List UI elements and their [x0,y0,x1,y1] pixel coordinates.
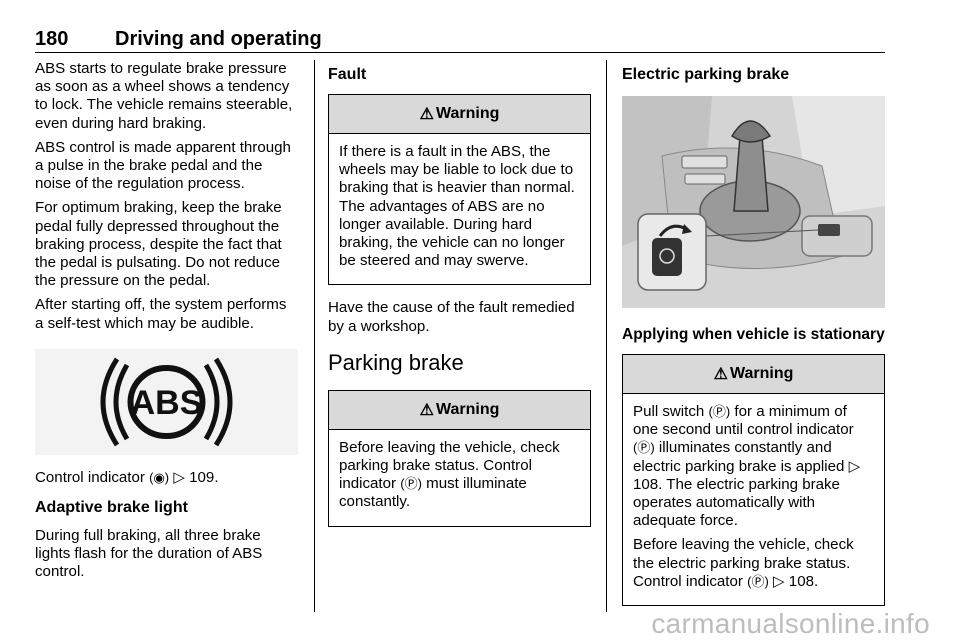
warning-icon: ⚠ [419,106,434,123]
warning-text: Before leaving the vehicle, check parkin… [339,438,560,511]
paragraph: ABS starts to regulate brake pressure as… [35,60,293,132]
abs-indicator-icon: (◉) [149,469,170,485]
warning-icon: ⚠ [419,401,434,419]
paragraph: ABS control is made apparent through a p… [35,138,291,193]
control-indicator-line: Control indicator (◉) ▷ 109. [35,468,219,486]
adaptive-brake-heading: Adaptive brake light [35,499,188,517]
fault-heading: Fault [328,66,367,83]
page-header: 180 Driving and operating [35,24,885,53]
warning-text: If there is a fault in the ABS, the whee… [339,143,575,270]
column-divider [314,60,315,612]
warning-header: ⚠ Warning [329,95,590,134]
watermark: carmanualsonline.info [651,608,930,639]
abs-symbol-icon: ABS [100,357,233,447]
applying-heading: Applying when vehicle is stationary [622,326,885,343]
warning-icon: ⚠ [713,366,728,383]
page-number: 180 [35,28,69,50]
reference-link[interactable]: ▷ 109. [173,468,219,486]
column-right: Electric parking brake Applying when veh… [622,60,885,620]
warning-text: Before leaving the vehicle, check the el… [633,536,854,590]
column-middle: Fault ⚠ Warning If there is a fault in t… [328,60,591,541]
page-title: Driving and operating [115,28,322,50]
warning-box: ⚠ Warning If there is a fault in the ABS… [328,94,591,286]
parking-brake-indicator-icon: (Ⓟ) [633,440,655,456]
warning-box: ⚠ Warning Before leaving the vehicle, ch… [328,389,591,527]
parking-brake-switch-icon: (Ⓟ) [708,404,731,419]
epb-heading: Electric parking brake [622,66,790,83]
reference-arrow-icon[interactable]: ▷ [848,457,861,475]
abs-indicator-image: ABS [35,348,298,455]
column-left: ABS starts to regulate brake pressure as… [35,60,298,588]
parking-brake-heading: Parking brake [328,349,464,375]
paragraph: Have the cause of the fault remedied by … [328,299,575,335]
warning-header: ⚠ Warning [329,390,590,430]
paragraph: During full braking, all three brake lig… [35,527,263,581]
warning-box: ⚠ Warning Pull switch (Ⓟ) for a minimum … [622,354,885,607]
column-divider [606,60,607,612]
warning-text: Pull switch (Ⓟ) for a minimum of one sec… [633,403,861,530]
paragraph: After starting off, the system performs … [35,296,287,332]
parking-brake-indicator-icon: (Ⓟ) [747,573,769,589]
warning-header: ⚠ Warning [623,355,884,394]
parking-brake-image [622,96,885,308]
paragraph: For optimum braking, keep the brake peda… [35,199,282,290]
parking-brake-indicator-icon: (Ⓟ) [400,476,422,492]
abs-symbol-text: ABS [131,384,203,422]
center-console-illustration [622,96,885,308]
reference-arrow-icon[interactable]: ▷ [772,572,785,590]
